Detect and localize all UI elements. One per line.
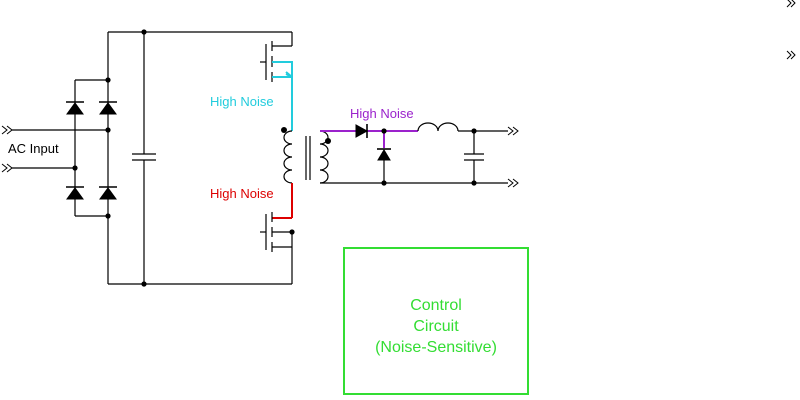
bridge-diode <box>66 186 84 200</box>
output-rectifier-diode <box>355 124 369 138</box>
bottom-mosfet <box>260 212 293 284</box>
bottom-mosfet-node <box>289 229 295 235</box>
bridge-diode <box>99 101 117 115</box>
ac-input-label: AC Input <box>8 141 59 156</box>
secondary-polarity-dot <box>325 138 331 144</box>
control-circuit-line-3: (Noise-Sensitive) <box>375 339 497 356</box>
bridge-diode <box>99 186 117 200</box>
junction-dots <box>72 29 147 287</box>
bottom-mosfet-drain-highnoise <box>272 183 293 219</box>
transformer-core <box>305 136 311 180</box>
freewheel-diode <box>377 148 391 161</box>
control-circuit-line-1: Control <box>410 297 462 314</box>
bulk-capacitor <box>132 32 156 284</box>
secondary-return-wires <box>320 160 508 184</box>
output-capacitor <box>464 131 484 183</box>
top-mosfet-source-highnoise <box>272 61 293 131</box>
high-noise-label-purple: High Noise <box>350 106 414 121</box>
high-noise-label-red: High Noise <box>210 186 274 201</box>
secondary-junction-dots <box>381 128 477 186</box>
bridge-rectifier-wires <box>12 31 292 285</box>
output-arrows <box>507 126 519 188</box>
secondary-output-highnoise <box>320 130 418 148</box>
control-circuit-line-2: Circuit <box>413 318 459 335</box>
output-inductor <box>417 122 508 132</box>
bridge-diode <box>66 101 84 115</box>
transformer-primary <box>283 130 293 184</box>
edge-chevrons <box>786 0 796 60</box>
high-noise-label-cyan: High Noise <box>210 94 274 109</box>
control-circuit-box <box>343 247 529 395</box>
primary-polarity-dot <box>281 127 287 133</box>
